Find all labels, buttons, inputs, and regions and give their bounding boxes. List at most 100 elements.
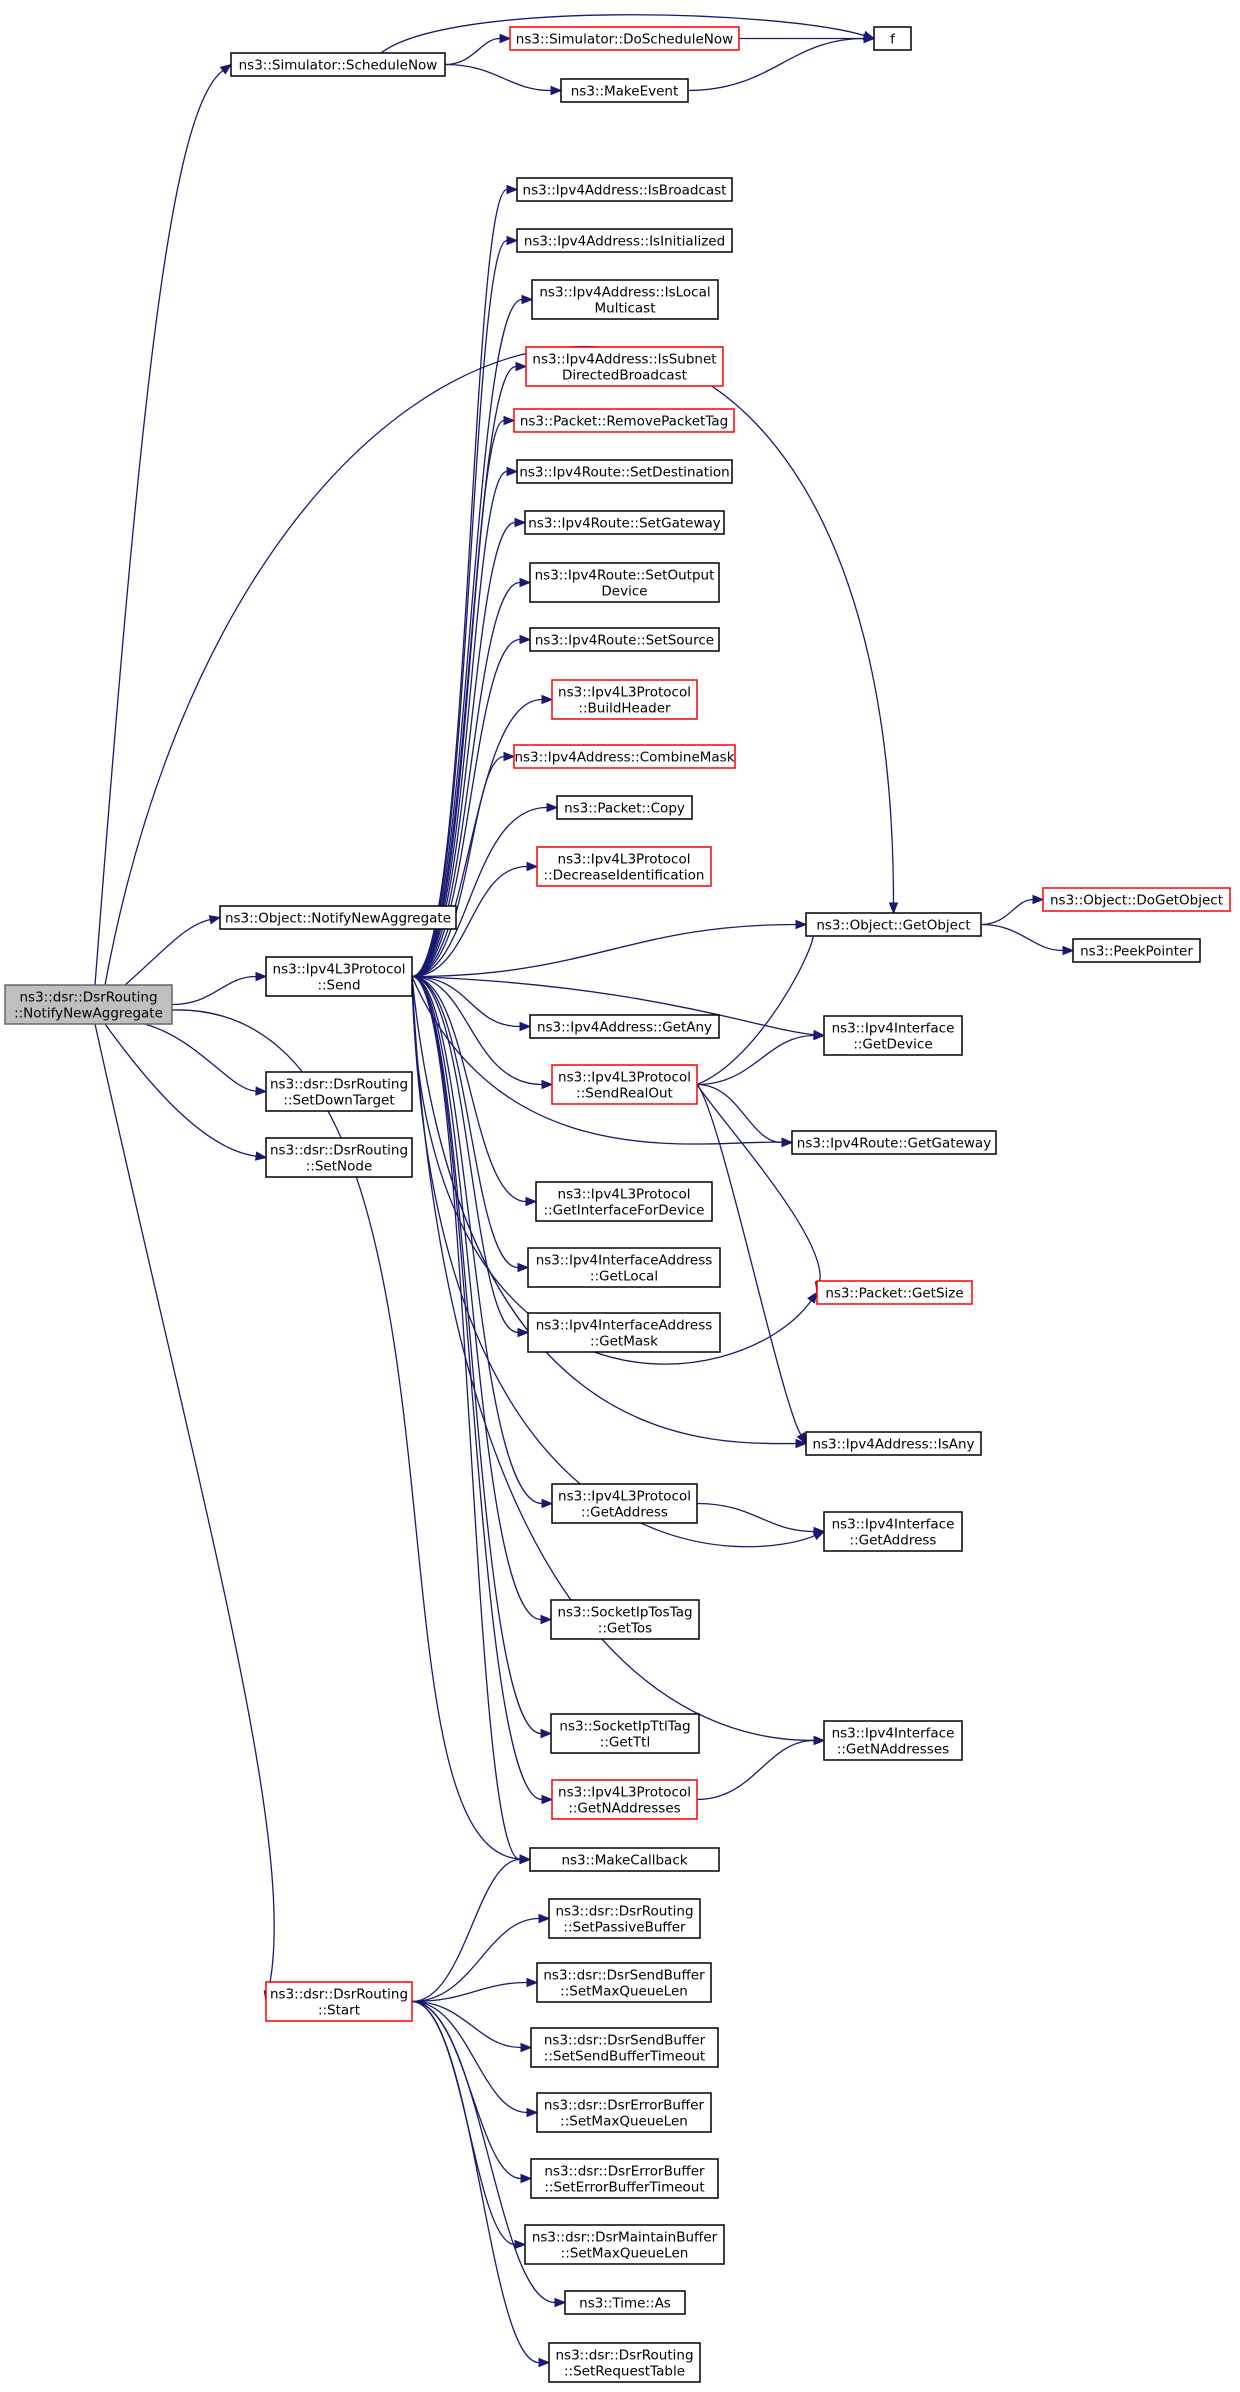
node-get-interface-for-device[interactable]: ns3::Ipv4L3Protocol::GetInterfaceForDevi… (535, 1181, 713, 1222)
node-set-gateway[interactable]: ns3::Ipv4Route::SetGateway (524, 510, 725, 535)
edge-arrowhead (517, 1327, 530, 1338)
node-iface-get-address[interactable]: ns3::Ipv4Interface::GetAddress (823, 1511, 963, 1552)
node-make-event[interactable]: ns3::MakeEvent (560, 78, 689, 103)
node-maintbuf-set-max-queue-len[interactable]: ns3::dsr::DsrMaintainBuffer::SetMaxQueue… (524, 2224, 725, 2265)
node-set-request-table[interactable]: ns3::dsr::DsrRouting::SetRequestTable (548, 2342, 701, 2383)
edge-schedule-now-to-do-schedule-now (444, 37, 501, 66)
node-sendbuf-set-max-queue-len[interactable]: ns3::dsr::DsrSendBuffer::SetMaxQueueLen (536, 1962, 712, 2003)
node-do-schedule-now[interactable]: ns3::Simulator::DoScheduleNow (509, 26, 740, 51)
edge-l3-send-to-send-real-out (411, 975, 543, 1086)
node-label: ns3::dsr::DsrRouting (555, 2348, 693, 2364)
node-box (516, 177, 733, 202)
node-get-any[interactable]: ns3::Ipv4Address::GetAny (529, 1014, 720, 1039)
edge-arrowhead (795, 1438, 808, 1449)
node-tos-get-tos[interactable]: ns3::SocketIpTosTag::GetTos (550, 1599, 700, 1640)
edge-arrowhead (219, 63, 233, 75)
node-combine-mask[interactable]: ns3::Ipv4Address::CombineMask (513, 744, 736, 769)
node-route-get-gateway[interactable]: ns3::Ipv4Route::GetGateway (791, 1130, 997, 1155)
edge-arrowhead (796, 1432, 807, 1445)
node-box (527, 1312, 721, 1353)
edge-arrowhead (546, 802, 559, 813)
node-root[interactable]: ns3::dsr::DsrRouting::NotifyNewAggregate (4, 984, 173, 1025)
edge-arrowhead (503, 415, 516, 426)
node-do-get-object[interactable]: ns3::Object::DoGetObject (1042, 887, 1231, 912)
edge-l3-send-to-combine-mask (411, 755, 505, 978)
node-label: ns3::MakeEvent (571, 84, 679, 100)
edge-get-object-to-peek-pointer (980, 923, 1064, 952)
edge-arrowhead (208, 915, 222, 925)
node-peek-pointer[interactable]: ns3::PeekPointer (1072, 938, 1201, 963)
node-f[interactable]: f (873, 26, 912, 51)
node-label: ns3::Ipv4L3Protocol (558, 685, 691, 701)
node-box (548, 1898, 701, 1939)
edge-start-to-maintbuf-set-max-queue-len (411, 2000, 516, 2246)
node-set-node[interactable]: ns3::dsr::DsrRouting::SetNode (265, 1137, 413, 1178)
edge-arrowhead (519, 1854, 532, 1865)
node-label: ::SetErrorBufferTimeout (544, 2180, 704, 2196)
node-make-callback[interactable]: ns3::MakeCallback (529, 1847, 720, 1872)
edge-arrowhead (520, 2173, 533, 2184)
edge-root-to-schedule-now (94, 69, 224, 986)
node-is-any[interactable]: ns3::Ipv4Address::IsAny (805, 1431, 982, 1456)
edge-arrowhead (550, 85, 563, 96)
node-notify-new-aggregate[interactable]: ns3::Object::NotifyNewAggregate (219, 905, 457, 930)
node-sendbuf-set-timeout[interactable]: ns3::dsr::DsrSendBuffer::SetSendBufferTi… (530, 2027, 719, 2068)
node-label: ns3::Ipv4L3Protocol (273, 962, 406, 978)
node-remove-packet-tag[interactable]: ns3::Packet::RemovePacketTag (513, 408, 735, 433)
node-set-down-target[interactable]: ns3::dsr::DsrRouting::SetDownTarget (265, 1071, 413, 1112)
node-label: ns3::SocketIpTtlTag (559, 1719, 690, 1735)
node-time-as[interactable]: ns3::Time::As (564, 2290, 686, 2315)
edge-l3-send-to-ttl-get-ttl (411, 975, 542, 1735)
node-decrease-identification[interactable]: ns3::Ipv4L3Protocol::DecreaseIdentificat… (536, 846, 712, 887)
node-label: ns3::Ipv4InterfaceAddress (536, 1318, 713, 1334)
node-label: ::Send (317, 978, 360, 994)
node-label: ::SetDownTarget (283, 1093, 394, 1109)
node-label: ::GetNAddresses (837, 1742, 949, 1758)
node-build-header[interactable]: ns3::Ipv4L3Protocol::BuildHeader (551, 679, 698, 720)
node-ifaddr-get-mask[interactable]: ns3::Ipv4InterfaceAddress::GetMask (527, 1312, 721, 1353)
node-iface-get-n-addresses[interactable]: ns3::Ipv4Interface::GetNAddresses (823, 1720, 963, 1761)
edge-arrowhead (521, 294, 534, 305)
node-start[interactable]: ns3::dsr::DsrRouting::Start (265, 1981, 413, 2022)
node-box (516, 459, 733, 484)
node-l3-send[interactable]: ns3::Ipv4L3Protocol::Send (265, 956, 413, 997)
node-set-source[interactable]: ns3::Ipv4Route::SetSource (529, 627, 720, 652)
node-is-subnet-directed[interactable]: ns3::Ipv4Address::IsSubnetDirectedBroadc… (525, 346, 724, 387)
node-box (265, 1981, 413, 2022)
node-label: ns3::dsr::DsrSendBuffer (544, 2033, 706, 2049)
node-l3-get-address[interactable]: ns3::Ipv4L3Protocol::GetAddress (551, 1483, 698, 1524)
node-is-broadcast[interactable]: ns3::Ipv4Address::IsBroadcast (516, 177, 733, 202)
node-errbuf-set-max-queue-len[interactable]: ns3::dsr::DsrErrorBuffer::SetMaxQueueLen (536, 2092, 712, 2133)
node-is-initialized[interactable]: ns3::Ipv4Address::IsInitialized (516, 228, 733, 253)
edge-arrowhead (515, 361, 528, 372)
node-label: ns3::Ipv4Route::SetDestination (519, 465, 729, 481)
node-send-real-out[interactable]: ns3::Ipv4L3Protocol::SendRealOut (551, 1064, 698, 1105)
edge-l3-send-to-is-initialized (411, 239, 508, 978)
node-packet-copy[interactable]: ns3::Packet::Copy (556, 795, 693, 820)
edge-arrowhead (255, 971, 268, 982)
node-ttl-get-ttl[interactable]: ns3::SocketIpTtlTag::GetTtl (550, 1713, 700, 1754)
edge-arrowhead (526, 861, 539, 872)
edge-l3-send-to-make-callback (411, 975, 521, 1861)
node-get-object[interactable]: ns3::Object::GetObject (805, 912, 982, 937)
node-iface-get-device[interactable]: ns3::Ipv4Interface::GetDevice (823, 1015, 963, 1056)
node-set-passive-buffer[interactable]: ns3::dsr::DsrRouting::SetPassiveBuffer (548, 1898, 701, 1939)
node-label: ns3::Ipv4Interface (832, 1021, 955, 1037)
node-set-destination[interactable]: ns3::Ipv4Route::SetDestination (516, 459, 733, 484)
node-label: ns3::Simulator::ScheduleNow (239, 58, 438, 74)
node-label: ::GetLocal (590, 1269, 658, 1285)
node-l3-get-n-addresses[interactable]: ns3::Ipv4L3Protocol::GetNAddresses (551, 1779, 698, 1820)
edge-start-to-set-passive-buffer (411, 1917, 540, 2003)
node-ifaddr-get-local[interactable]: ns3::Ipv4InterfaceAddress::GetLocal (527, 1247, 721, 1288)
node-label: ::GetAddress (850, 1533, 937, 1549)
node-packet-get-size[interactable]: ns3::Packet::GetSize (816, 1280, 973, 1305)
node-schedule-now[interactable]: ns3::Simulator::ScheduleNow (230, 52, 446, 77)
node-label: ns3::Ipv4L3Protocol (558, 1070, 691, 1086)
node-errbuf-set-timeout[interactable]: ns3::dsr::DsrErrorBuffer::SetErrorBuffer… (530, 2158, 719, 2199)
edge-l3-send-to-l3-get-n-addresses (411, 975, 543, 1801)
node-box (219, 905, 457, 930)
node-label: ::SetRequestTable (564, 2364, 685, 2380)
edge-l3-send-to-set-gateway (411, 521, 516, 978)
